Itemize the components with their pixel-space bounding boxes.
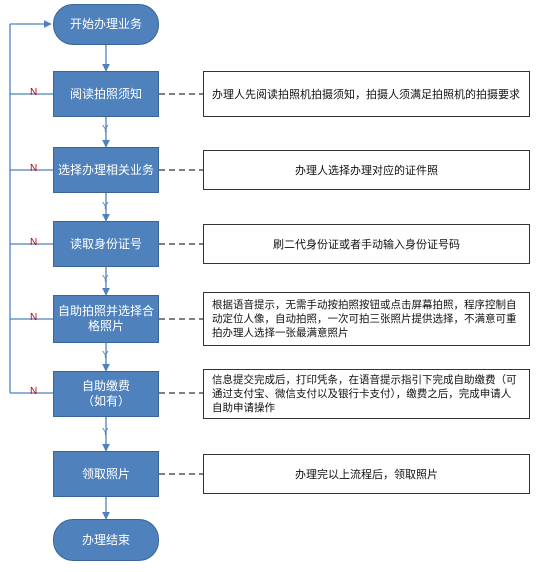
yes-label-1: Y	[102, 124, 109, 135]
note-select-business: 办理人选择办理对应的证件照	[203, 150, 530, 190]
note-self-payment: 信息提交完成后，打印凭条，在语音提示指引下完成自助缴费（可通过支付宝、微信支付以…	[203, 369, 530, 419]
note-self-photo: 根据语音提示，无需手动按拍照按钮或点击屏幕拍照，程序控制自动定位人像，自动拍照，…	[203, 292, 530, 346]
yes-label-2: Y	[102, 201, 109, 212]
step-self-payment: 自助缴费 （如有）	[53, 371, 159, 417]
step-select-business: 选择办理相关业务	[53, 147, 159, 193]
yes-label-4: Y	[102, 350, 109, 361]
start-node: 开始办理业务	[53, 4, 159, 45]
note-read-id-number: 刷二代身份证或者手动输入身份证号码	[203, 224, 530, 264]
step-self-photo: 自助拍照并选择合格照片	[53, 295, 159, 343]
note-collect-photo: 办理完以上流程后，领取照片	[203, 454, 530, 494]
no-label-5: N	[30, 386, 38, 397]
no-label-2: N	[30, 163, 38, 174]
step-read-id-number: 读取身份证号	[53, 221, 159, 267]
yes-label-3: Y	[102, 274, 109, 285]
no-label-3: N	[30, 237, 38, 248]
end-node: 办理结束	[53, 519, 159, 561]
no-label-4: N	[30, 312, 38, 323]
step-read-notice: 阅读拍照须知	[53, 71, 159, 117]
step-collect-photo: 领取照片	[53, 451, 159, 497]
note-read-notice: 办理人先阅读拍照机拍摄须知，拍摄人须满足拍照机的拍摄要求	[203, 71, 530, 117]
yes-label-5: Y	[102, 427, 109, 438]
no-label-1: N	[30, 87, 38, 98]
